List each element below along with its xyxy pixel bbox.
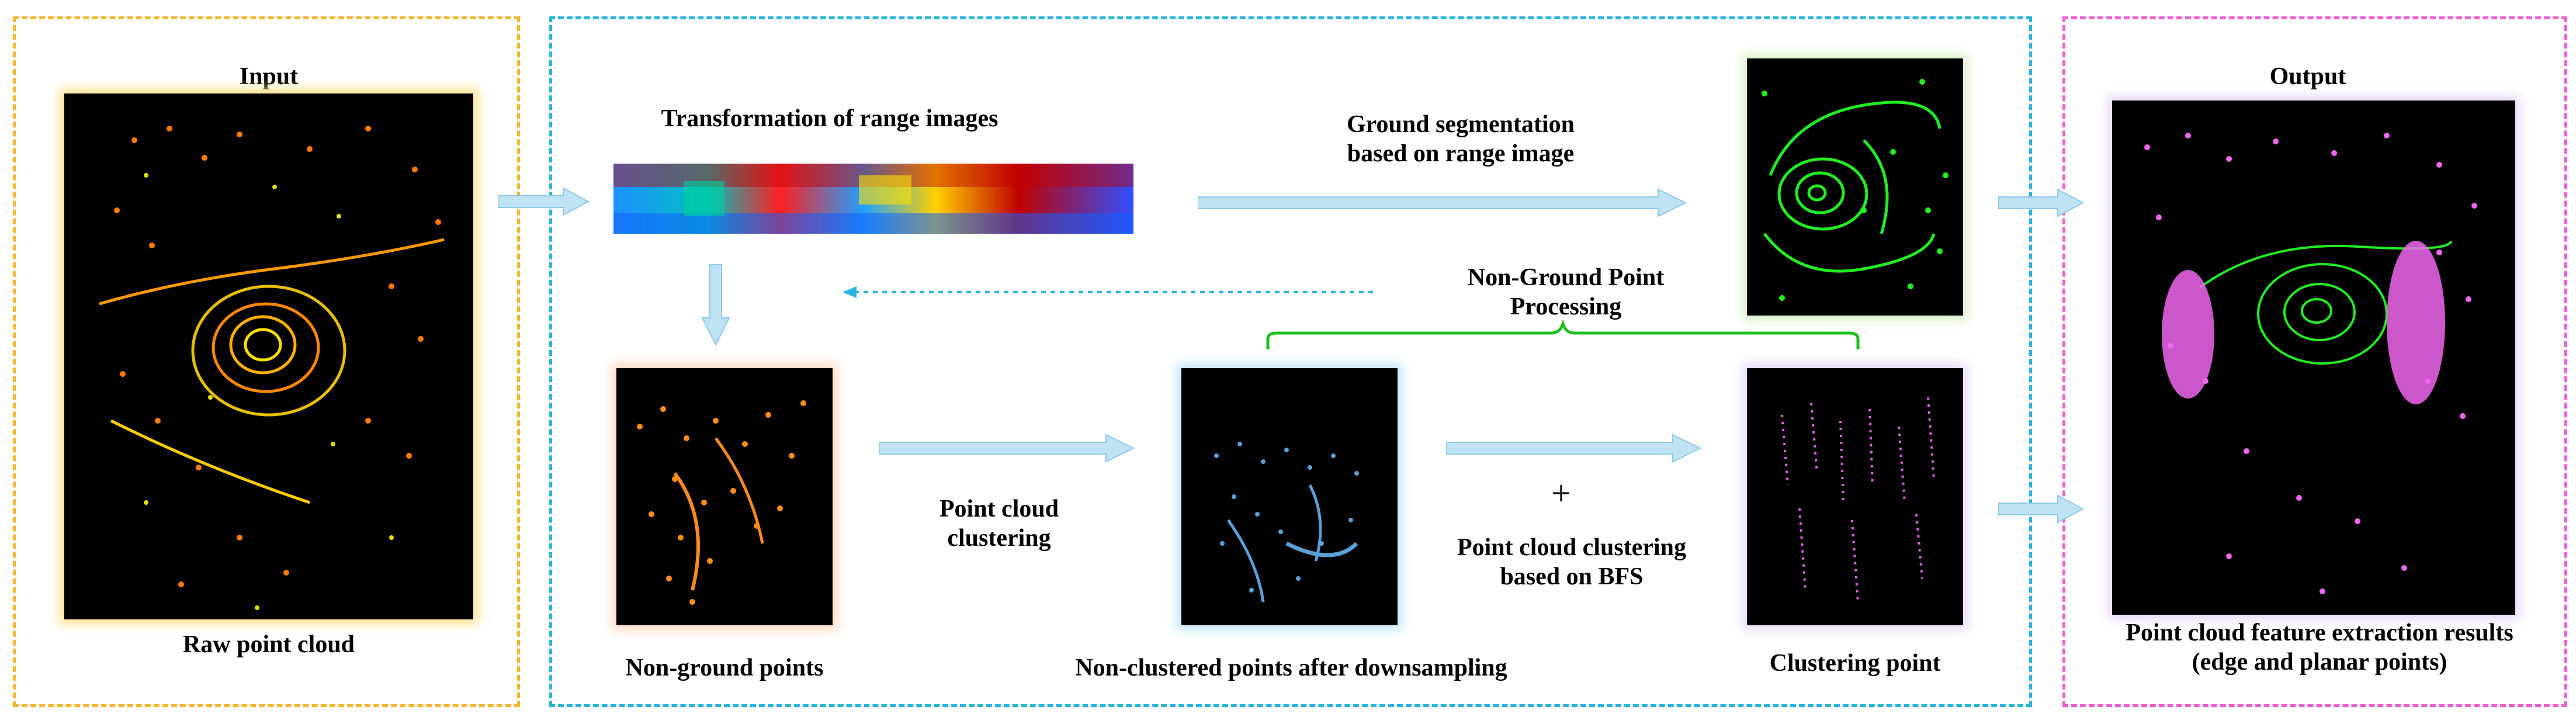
arrow-range-to-non-ground	[701, 264, 730, 346]
point-cloud-clustering-label: Point cloud clustering	[939, 496, 1059, 552]
non-ground-processing-label: Non-Ground Point Processing	[1467, 264, 1665, 321]
plus-sign: +	[1551, 474, 1571, 512]
transformation-label: Transformation of range images	[661, 105, 998, 132]
clustering-point-caption: Clustering point	[1769, 650, 1941, 677]
non-ground-points-image	[616, 368, 833, 625]
output-caption: Point cloud feature extraction results (…	[2126, 619, 2513, 676]
non-clustered-caption: Non-clustered points after downsampling	[1075, 654, 1507, 681]
input-panel	[13, 16, 520, 707]
arrow-downsampled-to-clustering	[1446, 434, 1702, 463]
output-title: Output	[2269, 63, 2346, 90]
non-ground-points-caption: Non-ground points	[625, 654, 824, 681]
output-panel	[2062, 16, 2567, 707]
dotted-feedback-arrow	[843, 286, 1373, 298]
raw-point-cloud-caption: Raw point cloud	[182, 631, 355, 658]
processing-panel	[549, 16, 2032, 707]
arrow-to-ground-image	[1198, 188, 1687, 217]
non-clustered-downsampled-image	[1181, 368, 1398, 625]
range-image	[613, 164, 1133, 234]
arrow-clustering-to-output	[1998, 494, 2085, 524]
bfs-clustering-label: Point cloud clustering based on BFS	[1457, 534, 1686, 591]
arrow-non-ground-to-downsampled	[879, 434, 1135, 463]
arrow-ground-to-output	[1998, 188, 2085, 217]
processing-brace	[1266, 320, 1860, 349]
clustering-point-image	[1747, 368, 1963, 625]
ground-segmentation-image	[1747, 58, 1963, 316]
input-title: Input	[239, 63, 299, 90]
arrow-input-to-processing	[498, 187, 590, 216]
feature-extraction-image	[2112, 101, 2515, 615]
raw-point-cloud-image	[64, 93, 473, 619]
ground-segmentation-label: Ground segmentation based on range image	[1346, 111, 1575, 168]
